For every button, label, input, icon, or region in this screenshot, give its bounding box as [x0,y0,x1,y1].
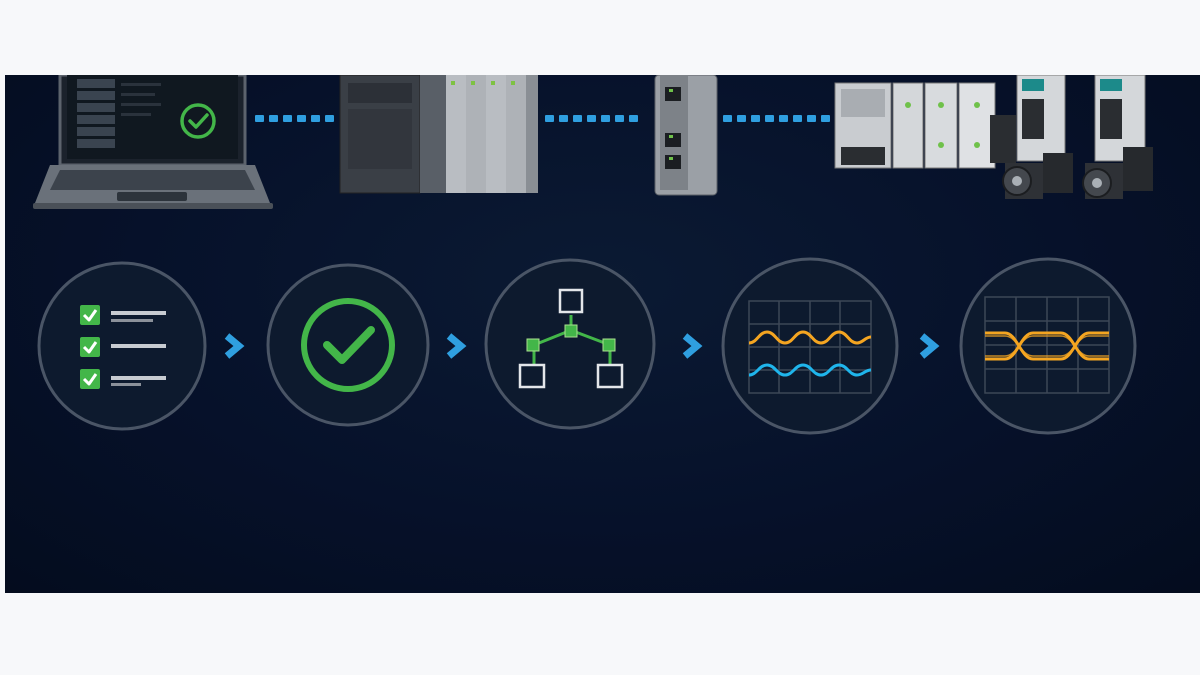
io-modules-icon [834,82,1016,169]
diagram-panel [5,75,1200,593]
checklist-icon [80,305,166,389]
connection-line-plc-coupler [545,115,638,122]
connection-line-laptop-plc [255,115,334,122]
step-arrow [682,333,703,359]
laptop-with-checkmark-icon [33,75,273,209]
step-topology [484,258,656,430]
step-arrow [224,333,245,359]
process-steps [37,257,1137,435]
network-topology-icon [518,288,624,389]
step-arrow [446,333,467,359]
eye-diagram-icon [984,296,1110,394]
hardware-row [33,75,1153,209]
servo-drive-icon [1002,75,1153,199]
connection-line-coupler-drives [723,115,830,122]
plc-controller-icon [339,75,538,194]
waveform-icon [748,300,872,394]
ethernet-coupler-icon [654,75,718,196]
step-validation [266,263,430,427]
step-signal-capture [721,257,899,435]
step-arrow [919,333,940,359]
checkmark-circle-icon [301,298,395,392]
step-eye-diagram [959,257,1137,435]
step-checklist [37,261,207,431]
